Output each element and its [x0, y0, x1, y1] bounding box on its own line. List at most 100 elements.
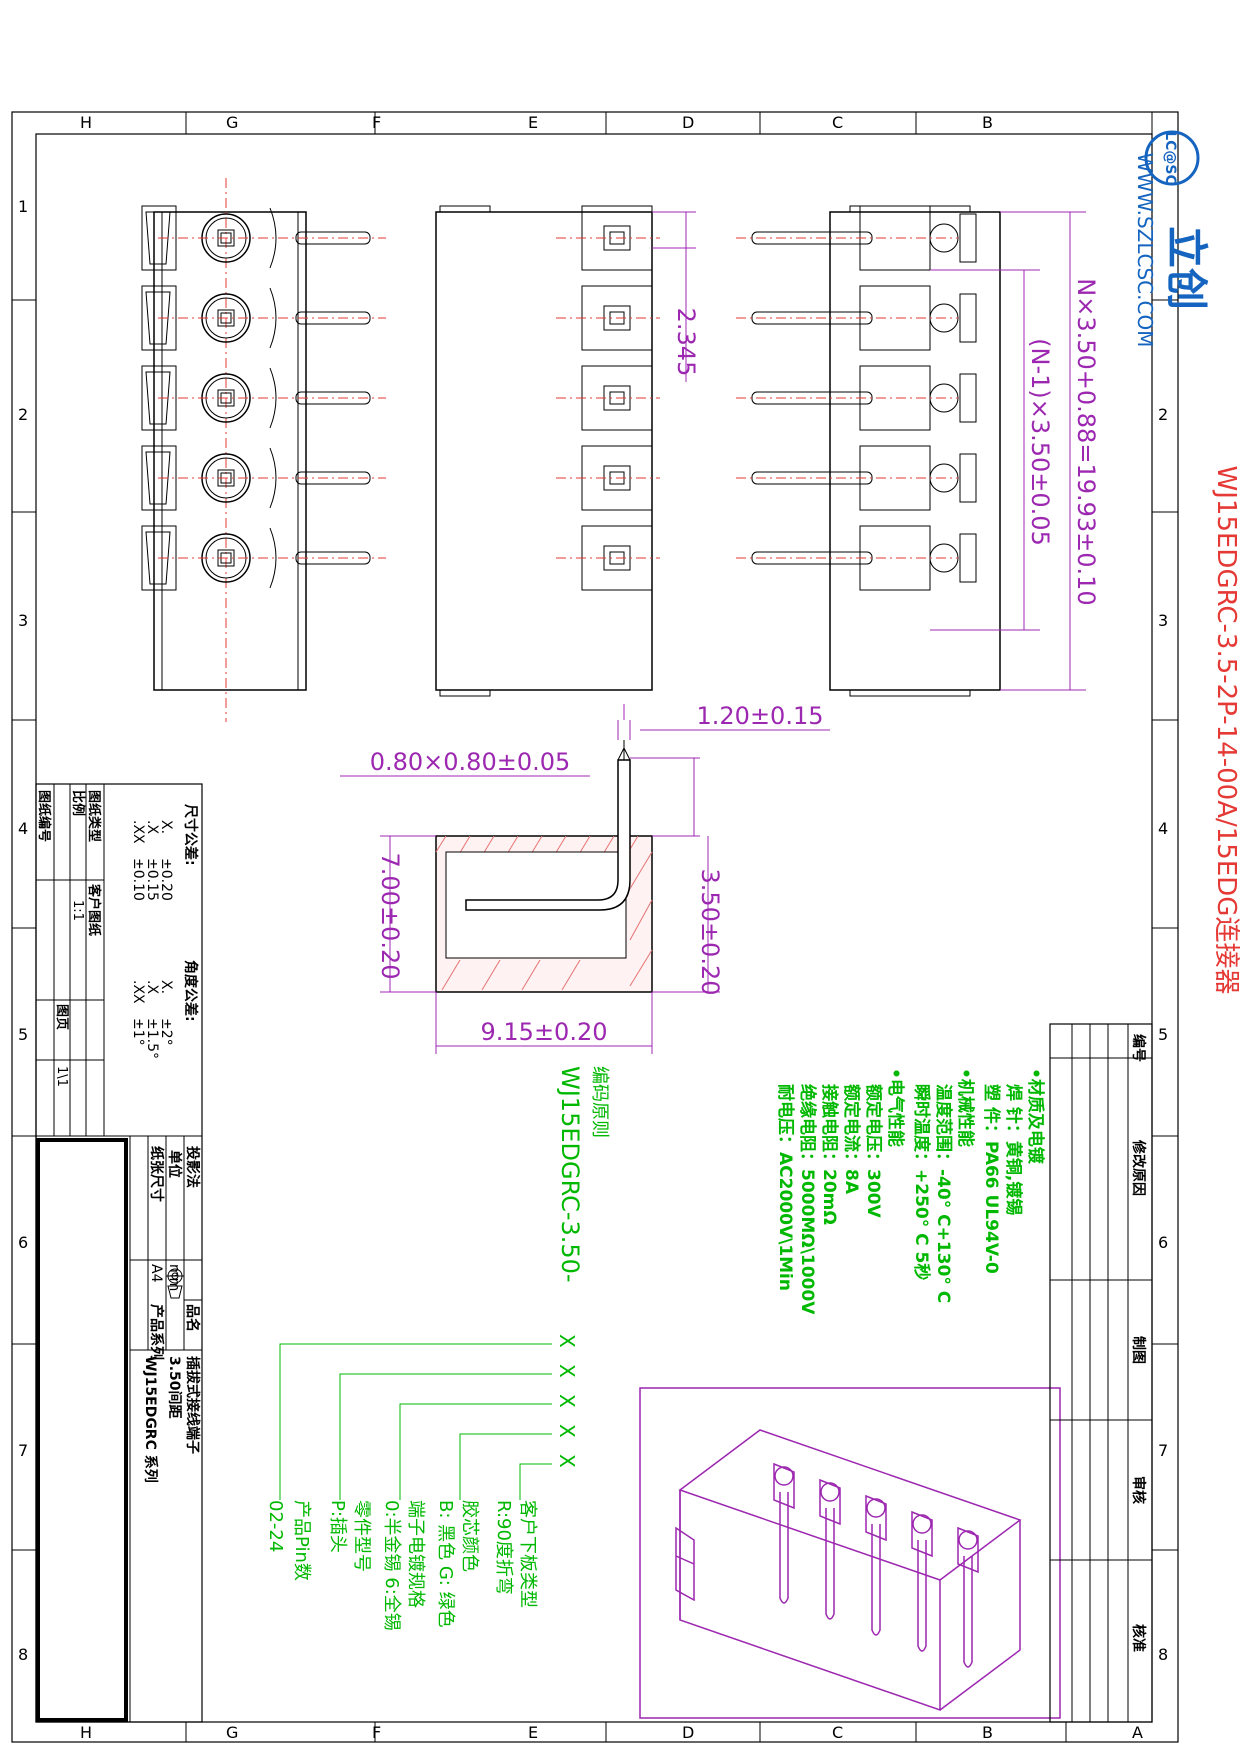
- legend-value: 02-24: [265, 1500, 286, 1552]
- revision-header: 修改原因: [1130, 1139, 1147, 1196]
- spec-mechanical-header: •机械性能: [955, 1068, 976, 1147]
- border-letter: D: [682, 113, 694, 132]
- pin-socket: [556, 365, 660, 431]
- angle-key: .X: [144, 980, 160, 994]
- logo-ring: [1144, 130, 1200, 186]
- drawing-number-box: [36, 1138, 128, 1722]
- border-letter: B: [982, 1723, 993, 1742]
- logo-brand: LC@SC: [1162, 131, 1178, 185]
- border-side-ruler: [12, 299, 1178, 1551]
- logo-brand-cn: 立创: [1162, 226, 1211, 310]
- border-letter: G: [226, 1723, 238, 1742]
- spec-line: 接触电阻：20mΩ: [819, 1084, 840, 1225]
- border-letter: F: [372, 1723, 381, 1742]
- iso-pin: [773, 1462, 795, 1604]
- dim-pin-section: 0.80×0.80±0.05: [370, 748, 571, 776]
- border-letter: B: [982, 113, 993, 132]
- drawing-type-label: 图纸类型: [86, 790, 102, 842]
- projection-symbol: [166, 1268, 184, 1299]
- border-side-numbers: 1 2 3 4 5 6 7 8 2 3 4 5 6 7 8: [18, 197, 1168, 1664]
- top-view: [141, 178, 386, 722]
- spec-electrical-header: •电气性能: [885, 1068, 906, 1147]
- revision-table: 编号 修改原因 制图 审核 核准: [1049, 1023, 1153, 1723]
- spec-line: 瞬时温度：+250° C 5秒: [911, 1084, 932, 1280]
- dim-pin-span: (N-1)×3.50±0.05: [1026, 338, 1054, 546]
- spec-line: 温度范围：-40° C+130° C: [933, 1084, 954, 1303]
- coding-slot: X: [555, 1364, 579, 1378]
- border-letter: H: [80, 113, 92, 132]
- border-letter: E: [528, 113, 538, 132]
- spec-line: 额定电压：300V: [863, 1084, 884, 1218]
- paper-label: 纸张尺寸: [148, 1146, 165, 1202]
- border-letter: E: [528, 1723, 538, 1742]
- drawing-no-label: 图纸编号: [36, 790, 52, 842]
- dim-depth: 9.15±0.20: [481, 1018, 608, 1046]
- border-letter: C: [832, 113, 843, 132]
- coding-slot: X: [555, 1424, 579, 1438]
- dimension-lines-section: [340, 704, 830, 1054]
- terminal-unit: [141, 445, 386, 511]
- border-number: 5: [18, 1025, 28, 1044]
- dim-pitch-offset: 2.345: [672, 308, 700, 377]
- border-bottom-letters: H G F E D C B A: [80, 1723, 1143, 1742]
- coding-slot: X: [555, 1394, 579, 1408]
- spec-material-header: •材质及电镀: [1025, 1068, 1046, 1165]
- revision-header: 审核: [1130, 1476, 1147, 1504]
- border-top-ruler: [185, 112, 1153, 134]
- legend-label: 客户下板类型: [517, 1500, 538, 1608]
- legend-value: 0:半金锡 6:全锡: [381, 1500, 402, 1631]
- border-number: 4: [18, 819, 28, 838]
- angle-key: X.: [158, 980, 174, 994]
- terminal-unit: [141, 285, 386, 351]
- border-letter: C: [832, 1723, 843, 1742]
- border-letter: A: [1132, 1723, 1143, 1742]
- series-value: WJ15EDGRC 系列: [142, 1356, 159, 1483]
- pin-side: [736, 525, 977, 591]
- legend-value: B: 黑色 G: 绿色: [435, 1500, 456, 1628]
- tolerance-header: 尺寸公差:: [182, 804, 199, 866]
- border-letter: H: [80, 1723, 92, 1742]
- border-number: 7: [1158, 1441, 1168, 1460]
- spec-line: 焊 针：黄铜,镀锡: [1003, 1084, 1024, 1215]
- spec-line: 塑 件：PA66 UL94V-0: [981, 1084, 1002, 1274]
- front-view: [435, 205, 660, 697]
- coding-slot: X: [555, 1454, 579, 1468]
- iso-pin: [819, 1478, 841, 1620]
- tolerance-key: .XX: [130, 820, 146, 844]
- coding-scheme: 编码原则 WJ15EDGRC-3.50- X X X X X 产品Pin数 02…: [265, 1066, 610, 1631]
- angle-header: 角度公差:: [182, 960, 199, 1022]
- dim-total-length: N×3.50+0.88=19.93±0.10: [1072, 278, 1100, 605]
- terminal-unit: [141, 205, 386, 271]
- coding-slot: X: [555, 1334, 579, 1348]
- iso-pin: [865, 1494, 887, 1636]
- revision-header: 编号: [1130, 1034, 1147, 1062]
- border-number: 4: [1158, 819, 1168, 838]
- revision-header: 制图: [1130, 1336, 1147, 1364]
- logo: LC@SC 立创 WWW.SZLCSC.COM: [1133, 130, 1211, 347]
- customer-drawing: 客户图纸: [86, 884, 102, 936]
- angle-value: ±2°: [158, 1018, 174, 1046]
- pin-socket: [556, 525, 660, 591]
- dim-pin-height: 3.50±0.20: [696, 869, 724, 996]
- legend-label: 零件型号: [351, 1500, 372, 1572]
- iso-pin: [911, 1510, 933, 1652]
- legend-value: R:90度折弯: [493, 1500, 514, 1595]
- specifications: •材质及电镀 焊 针：黄铜,镀锡 塑 件：PA66 UL94V-0 •机械性能 …: [775, 1068, 1046, 1315]
- dimension-lines-top: [652, 211, 1086, 691]
- dim-height: 7.00±0.20: [376, 853, 404, 980]
- coding-code: WJ15EDGRC-3.50-: [556, 1066, 584, 1283]
- page-label: 图页: [54, 1004, 69, 1030]
- spec-line: 绝缘电阻：5000MΩ\1000V: [797, 1084, 818, 1315]
- isometric-view: [639, 1387, 1061, 1719]
- scale-value: 1:1: [70, 900, 85, 921]
- angle-key: .XX: [130, 980, 146, 1004]
- legend-label: 胶芯颜色: [459, 1500, 480, 1572]
- border-number: 8: [1158, 1645, 1168, 1664]
- border-number: 3: [1158, 611, 1168, 630]
- side-view: [736, 205, 1001, 697]
- border-number: 6: [1158, 1233, 1168, 1252]
- border-number: 1: [18, 197, 28, 216]
- legend-label: 端子电镀规格: [405, 1500, 426, 1608]
- tolerance-key: .X: [144, 820, 160, 834]
